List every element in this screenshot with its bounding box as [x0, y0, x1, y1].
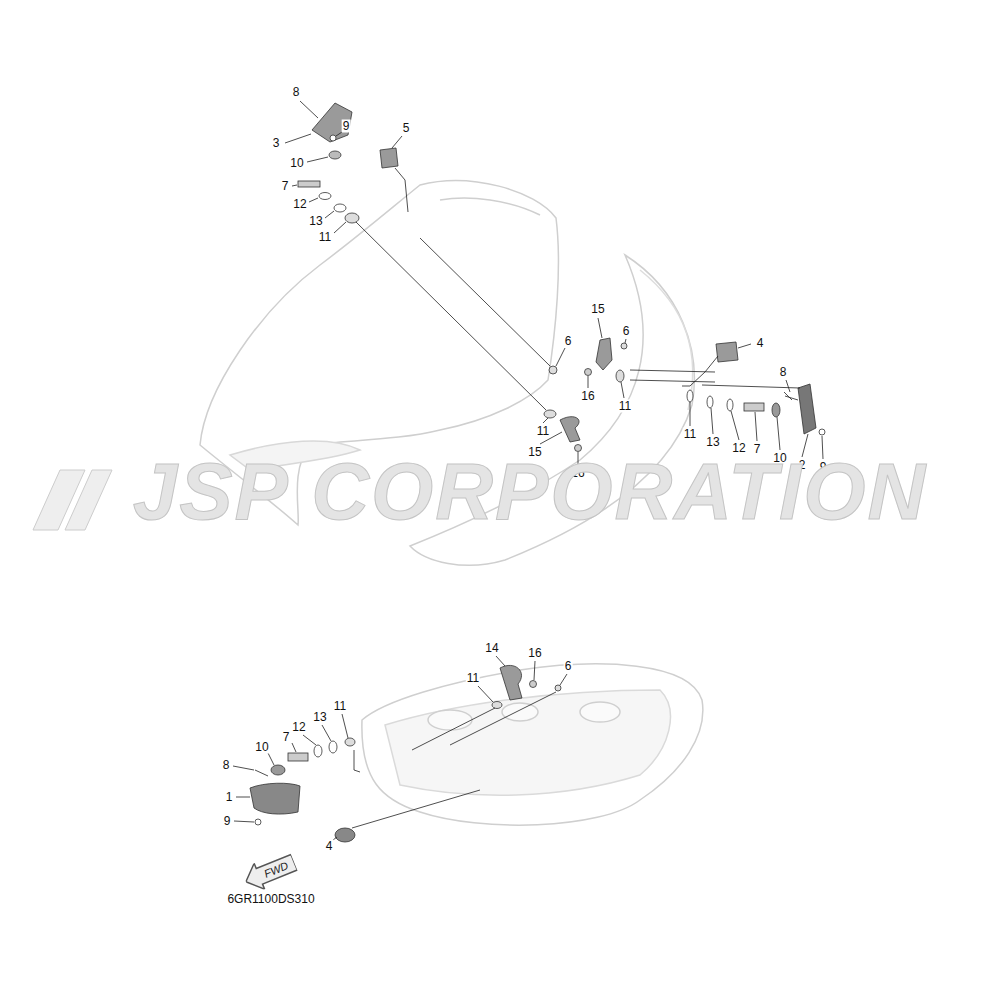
- bracket-3: [312, 103, 352, 142]
- callout-number: 9: [342, 120, 351, 133]
- callout-number: 9: [223, 815, 232, 828]
- callout-number: 10: [254, 741, 269, 754]
- callout-number: 14: [484, 642, 499, 655]
- callout-number: 4: [756, 337, 765, 350]
- part-4-bottom: [335, 828, 355, 842]
- part-2: [798, 384, 816, 434]
- direction-arrow: FWD: [241, 849, 300, 894]
- callout-number: 10: [289, 157, 304, 170]
- callout-number: 13: [705, 436, 720, 449]
- part-14: [500, 665, 522, 700]
- callout-number: 11: [466, 672, 480, 685]
- callout-number: 6: [564, 335, 573, 348]
- callout-number: 11: [318, 231, 332, 244]
- callout-number: 6: [564, 660, 573, 673]
- callout-number: 12: [292, 198, 307, 211]
- part-1: [250, 783, 300, 814]
- diagram-code: 6GR1100DS310: [227, 892, 314, 906]
- callout-number: 7: [281, 180, 290, 193]
- callout-number: 6: [622, 325, 631, 338]
- callout-number: 13: [308, 215, 323, 228]
- callout-number: 12: [291, 721, 306, 734]
- callout-number: 1: [225, 791, 234, 804]
- callout-number: 15: [590, 303, 605, 316]
- callout-number: 7: [282, 731, 291, 744]
- callout-number: 11: [618, 400, 632, 413]
- callout-number: 5: [402, 122, 411, 135]
- callout-number: 13: [312, 711, 327, 724]
- watermark: JSP CORPORATION: [133, 452, 928, 532]
- callout-number: 3: [272, 137, 281, 150]
- callout-number: 8: [292, 86, 301, 99]
- bottom-cowling: [362, 664, 703, 825]
- callout-number: 16: [527, 647, 542, 660]
- callout-number: 11: [333, 700, 347, 713]
- callout-number: 4: [325, 840, 334, 853]
- part-5: [380, 148, 398, 168]
- callout-number: 11: [536, 425, 550, 438]
- callout-number: 8: [779, 366, 788, 379]
- callout-number: 16: [580, 390, 595, 403]
- callout-number: 11: [683, 428, 697, 441]
- callout-number: 8: [222, 759, 231, 772]
- part-4-top: [716, 342, 738, 362]
